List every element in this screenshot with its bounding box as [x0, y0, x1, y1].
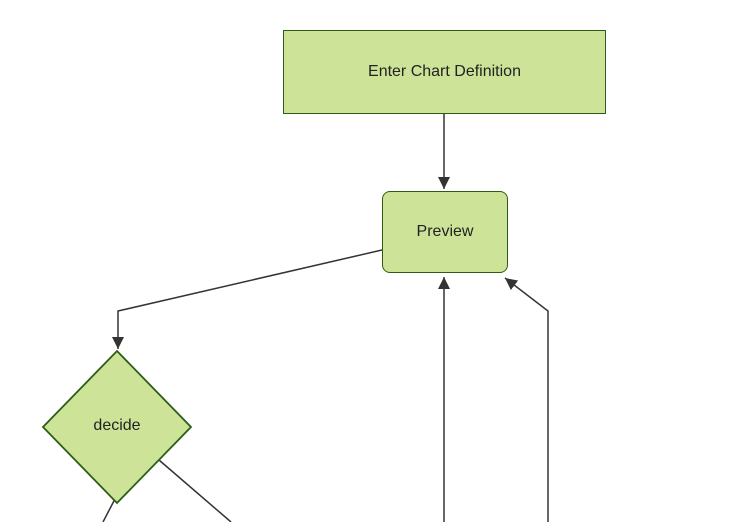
edge-decide-to-bottom-right: [158, 459, 232, 522]
node-preview: Preview: [382, 191, 508, 273]
node-preview-label: Preview: [416, 223, 474, 240]
edge-decide-to-bottom-left: [102, 496, 117, 522]
node-decide-label: decide: [93, 417, 141, 434]
edge-preview-to-decide: [112, 249, 383, 349]
node-enter-chart-definition-label: Enter Chart Definition: [368, 63, 521, 80]
edge-bottom-right-to-preview: [504, 277, 549, 522]
node-enter-chart-definition: Enter Chart Definition: [283, 30, 606, 114]
node-decide-shape: [41, 349, 193, 505]
